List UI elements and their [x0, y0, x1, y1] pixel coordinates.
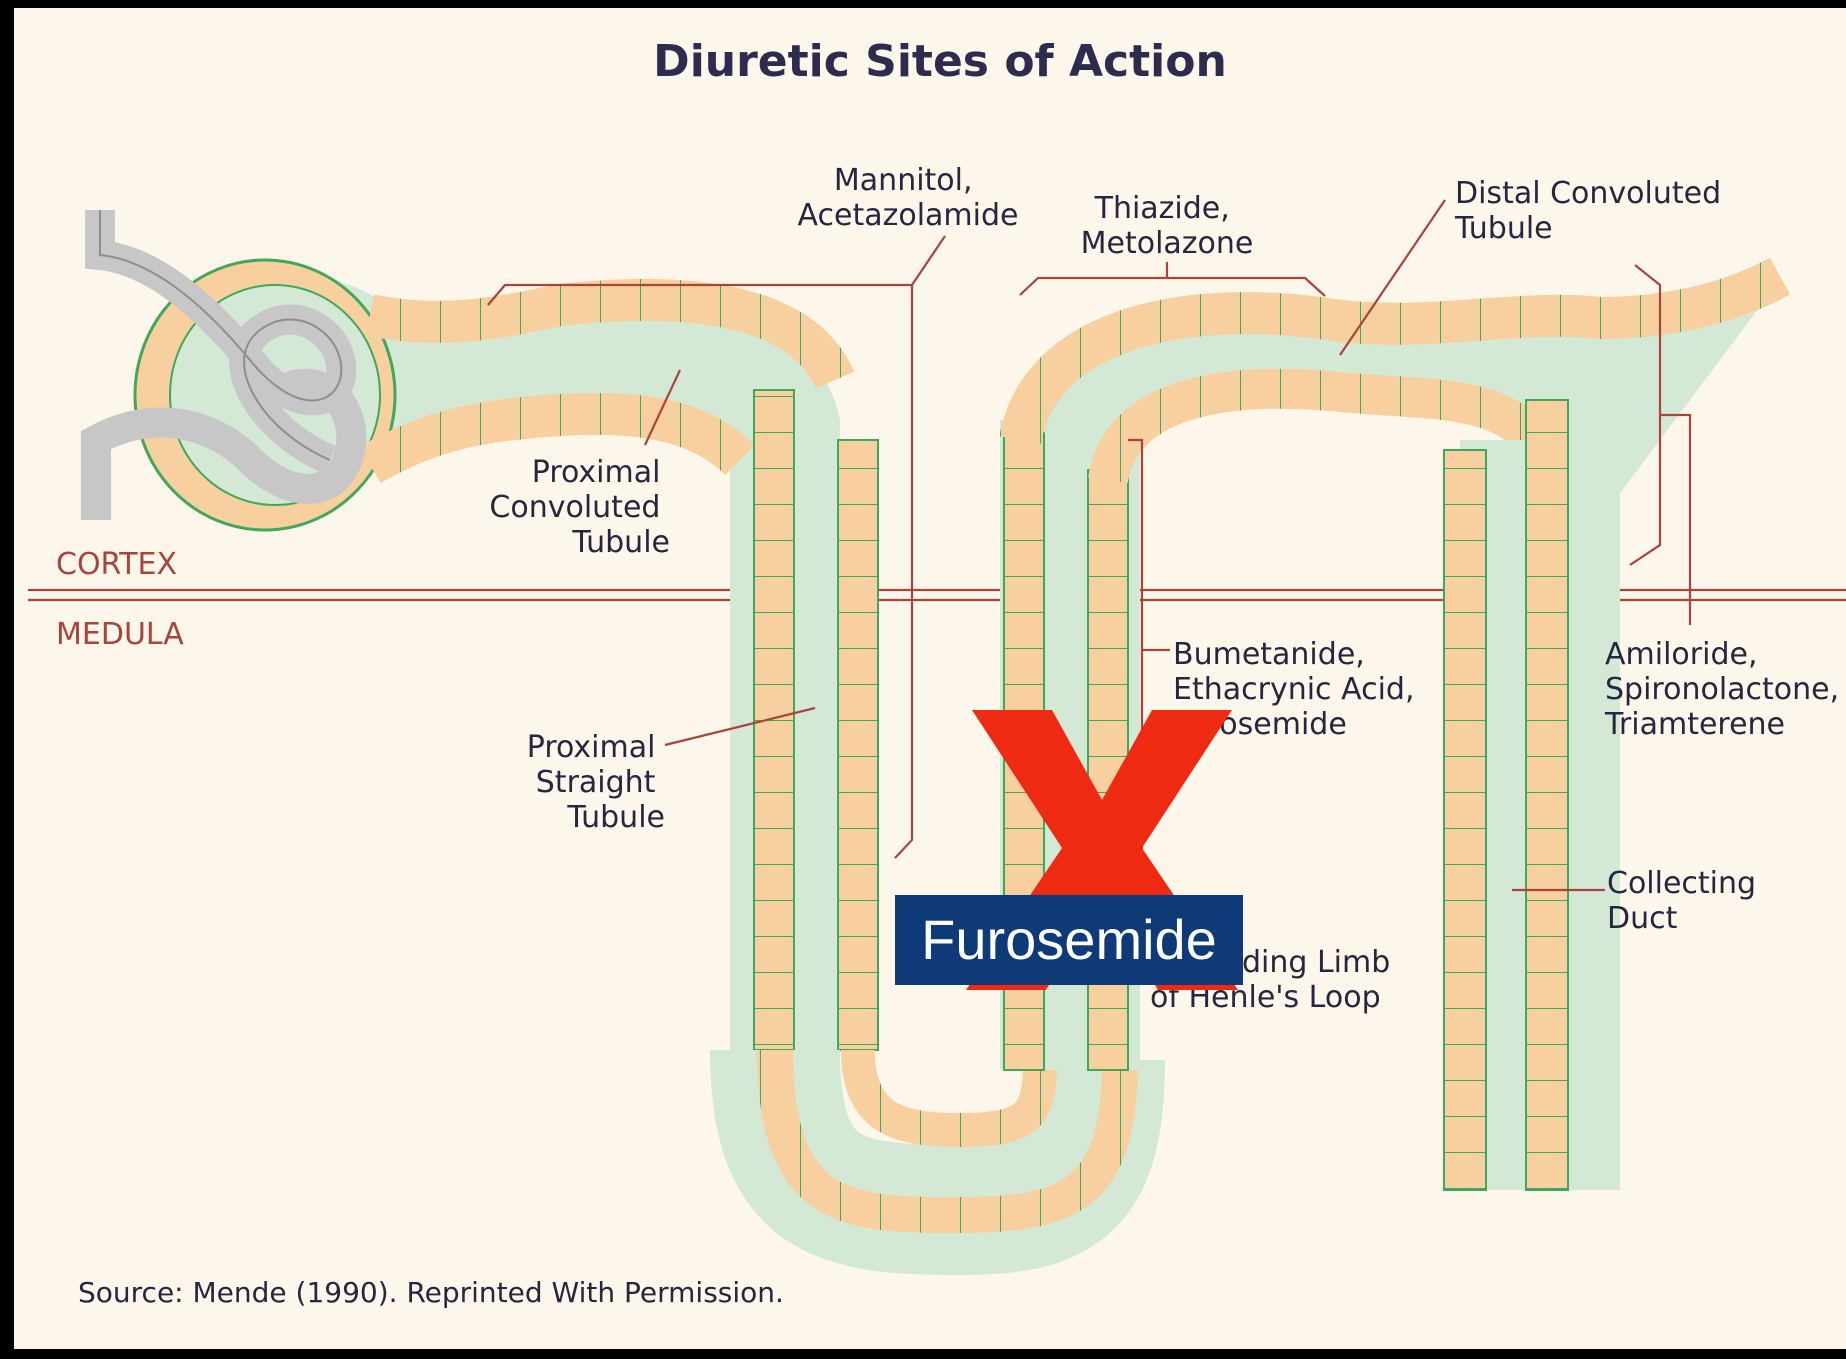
- mannitol-label: Mannitol, Acetazolamide: [798, 163, 1019, 233]
- cortex-label: CORTEX: [56, 547, 177, 582]
- thiazide-label: Thiazide, Metolazone: [1081, 191, 1254, 261]
- source-note: Source: Mende (1990). Reprinted With Per…: [78, 1276, 784, 1309]
- loop-of-henle: [775, 1050, 1120, 1215]
- potassium-sparing-label: Amiloride, Spironolactone, Triamterene: [1604, 637, 1846, 742]
- diagram-title: Diuretic Sites of Action: [653, 36, 1227, 87]
- distal-tubule-label: Distal Convoluted Tubule: [1454, 176, 1731, 246]
- collecting-duct-label: Collecting Duct: [1607, 866, 1766, 936]
- proximal-straight-label: Proximal Straight Tubule: [527, 730, 665, 835]
- furosemide-callout: Furosemide: [895, 895, 1243, 985]
- collecting-duct: [1444, 400, 1620, 1190]
- proximal-convoluted-label: Proximal Convoluted Tubule: [489, 455, 670, 560]
- medula-label: MEDULA: [56, 617, 184, 652]
